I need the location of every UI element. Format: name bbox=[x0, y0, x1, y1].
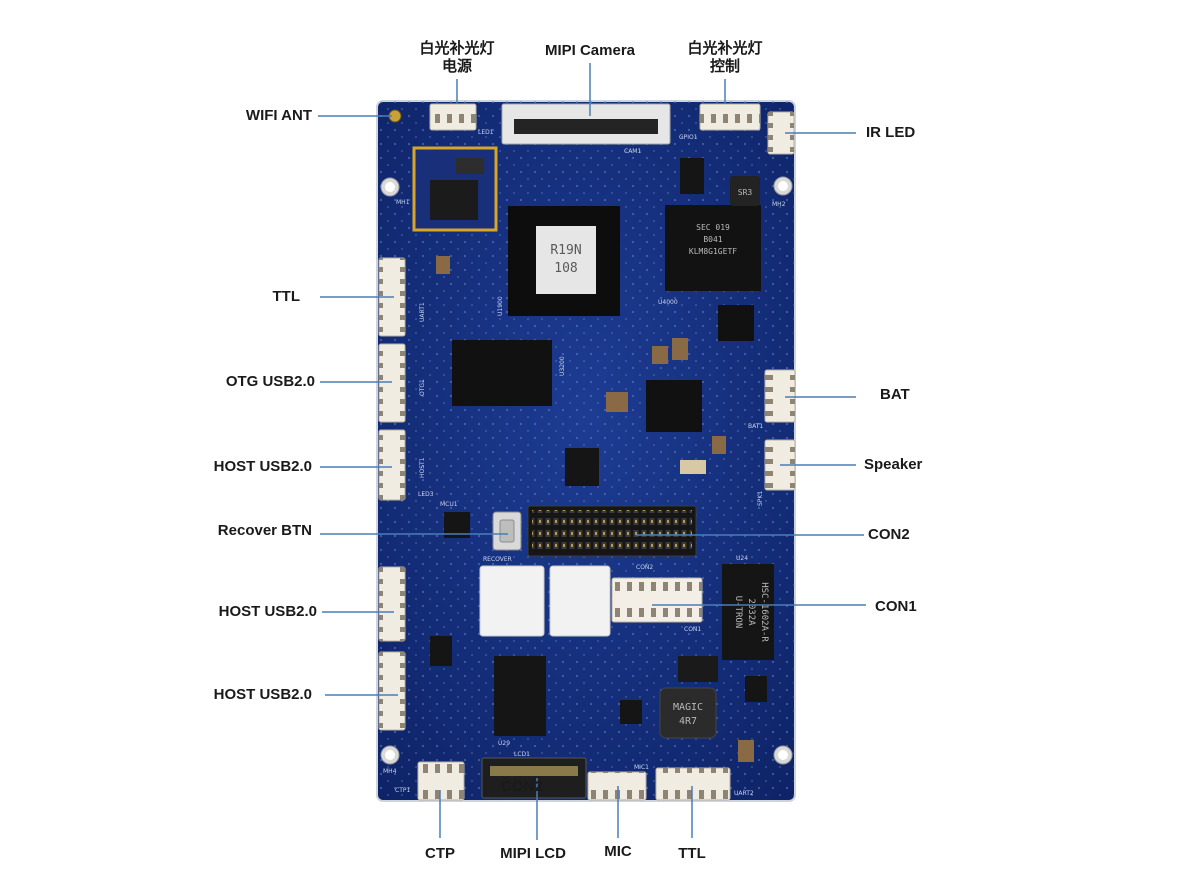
silk-recover: RECOVER bbox=[483, 556, 512, 563]
sr3-marking: SR3 bbox=[738, 188, 753, 197]
u24-marking-1: U-TRON bbox=[733, 596, 743, 629]
magic-inductor: MAGIC 4R7 bbox=[659, 687, 717, 739]
relays bbox=[479, 565, 611, 637]
silk-uart2: UART2 bbox=[734, 790, 754, 797]
silk-bat1: BAT1 bbox=[748, 423, 763, 430]
label-ctp: CTP bbox=[425, 845, 455, 862]
label-led-control-line2: 控制 bbox=[709, 58, 741, 75]
label-led-power-line2: 电源 bbox=[441, 58, 473, 75]
label-host-usb-2: HOST USB2.0 bbox=[218, 603, 317, 620]
silk-spk1: SPK1 bbox=[757, 491, 764, 506]
silk-led3: LED3 bbox=[418, 491, 434, 498]
mipi-lcd-fpc-connector bbox=[481, 757, 587, 799]
ddr-chip bbox=[452, 340, 552, 406]
silk-u1900: U1900 bbox=[497, 296, 504, 316]
label-speaker: Speaker bbox=[864, 456, 923, 473]
label-host-usb-3: HOST USB2.0 bbox=[213, 686, 312, 703]
silk-gpio1: GPIO1 bbox=[679, 134, 698, 141]
label-con1: CON1 bbox=[875, 598, 917, 615]
label-mipi-lcd: MIPI LCD bbox=[500, 845, 566, 862]
con2-pin-header bbox=[527, 505, 697, 557]
label-host-usb-1: HOST USB2.0 bbox=[213, 458, 312, 475]
silkscreen: LED1 CAM1 GPIO1 UART1 OTG1 HOST1 LED3 MC… bbox=[383, 129, 786, 797]
label-otg-usb: OTG USB2.0 bbox=[225, 373, 315, 390]
label-recover-btn: Recover BTN bbox=[217, 522, 312, 539]
silk-u4000: U4000 bbox=[658, 299, 678, 306]
silk-u24: U24 bbox=[736, 555, 748, 562]
sr3-inductor: SR3 bbox=[730, 176, 760, 206]
soc-marking-2: 108 bbox=[554, 261, 577, 276]
label-con2-bottom: CON2 bbox=[501, 778, 543, 795]
silk-mh2: MH2 bbox=[772, 201, 786, 208]
p315m-chip bbox=[678, 656, 718, 682]
main-soc-chip: R19N 108 bbox=[508, 206, 620, 316]
u24-marking-2: 2032A bbox=[746, 598, 756, 626]
silk-mic1: MIC1 bbox=[634, 764, 649, 771]
inductor-marking-1: MAGIC bbox=[673, 702, 703, 713]
silk-con2: CON2 bbox=[636, 564, 653, 571]
label-ir-led: IR LED bbox=[866, 124, 916, 141]
silk-host1: HOST1 bbox=[419, 457, 426, 478]
emmc-marking-3: KLM8G1GETF bbox=[689, 247, 737, 256]
emmc-marking-2: B041 bbox=[703, 235, 722, 244]
mounting-holes bbox=[380, 176, 793, 765]
u24-chip: U-TRON 2032A HSC-1602A-R bbox=[722, 564, 774, 660]
silk-ctp1: CTP1 bbox=[395, 787, 410, 794]
silk-mh1: MH1 bbox=[396, 199, 410, 206]
silk-u29: U29 bbox=[498, 740, 510, 747]
label-mipi-camera: MIPI Camera bbox=[544, 42, 636, 59]
u29-chip bbox=[494, 656, 546, 736]
small-ics bbox=[430, 158, 767, 762]
soc-marking-1: R19N bbox=[550, 243, 581, 258]
label-led-control-line1: 白光补光灯 bbox=[687, 40, 763, 57]
label-ttl-bottom: TTL bbox=[678, 845, 706, 862]
label-bat: BAT bbox=[880, 386, 910, 403]
silk-mcu1: MCU1 bbox=[440, 501, 458, 508]
silk-cam1: CAM1 bbox=[624, 148, 641, 155]
label-mic: MIC bbox=[604, 843, 632, 860]
silk-lcd1: LCD1 bbox=[514, 751, 530, 758]
recover-button bbox=[492, 511, 522, 551]
silk-otg1: OTG1 bbox=[419, 379, 426, 396]
leader-lines bbox=[318, 63, 866, 840]
label-wifi-ant: WIFI ANT bbox=[245, 107, 312, 124]
label-led-power: 白光补光灯 电源 bbox=[419, 40, 494, 76]
u24-marking-3: HSC-1602A-R bbox=[759, 582, 769, 642]
label-led-control: 白光补光灯 控制 bbox=[687, 40, 762, 76]
label-con2: CON2 bbox=[868, 526, 910, 543]
mipi-camera-fpc-connector bbox=[501, 103, 671, 145]
emmc-chip: SEC 019 B041 KLM8G1GETF bbox=[665, 205, 761, 291]
emmc-marking-1: SEC 019 bbox=[696, 223, 730, 232]
wifi-module bbox=[412, 146, 498, 232]
label-led-power-line1: 白光补光灯 bbox=[419, 40, 495, 57]
silk-con1: CON1 bbox=[684, 626, 701, 633]
silk-mh4: MH4 bbox=[383, 768, 397, 775]
silk-uart1: UART1 bbox=[419, 302, 426, 322]
label-ttl-left: TTL bbox=[272, 288, 301, 305]
silk-u3200: U3200 bbox=[559, 356, 566, 376]
silk-led1: LED1 bbox=[478, 129, 494, 136]
inductor-marking-2: 4R7 bbox=[679, 716, 697, 727]
